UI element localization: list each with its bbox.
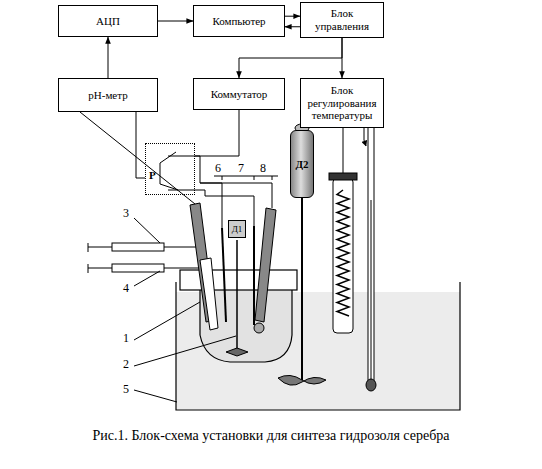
relay-box: Р [145, 143, 195, 195]
node-label: Д2 [295, 158, 308, 171]
stirrer-blade [226, 348, 248, 356]
syringe [88, 243, 204, 273]
callout-number: 1 [123, 332, 129, 344]
ph-wire [80, 112, 195, 204]
node-label: Компьютер [212, 15, 265, 28]
electrode-6 [222, 228, 226, 322]
stirrer-motor: Д1 [228, 220, 246, 238]
figure-caption: Рис.1. Блок-схема установки для синтеза … [0, 428, 542, 444]
node-label: АЦП [96, 15, 120, 28]
thermometer-wire [364, 128, 366, 146]
heater-cap [329, 173, 357, 180]
control-unit-box: Блок управления [300, 2, 384, 38]
callout-number: 8 [260, 162, 266, 174]
stirrer-motor: Д2 [290, 130, 314, 198]
callout-bracket [214, 176, 278, 180]
relay-contacts [160, 152, 190, 190]
stirrer-propeller [278, 375, 326, 385]
signal-line [342, 38, 343, 78]
leader-line [134, 218, 236, 402]
signal-line [158, 21, 193, 22]
stirrer-shaft [236, 240, 238, 352]
node-label: рН-метр [88, 89, 127, 102]
heater-tube [333, 178, 353, 333]
adc-box: АЦП [58, 5, 158, 37]
reactor-lid [180, 270, 297, 290]
signal-line [285, 16, 300, 17]
electrode-8 [254, 208, 276, 333]
node-label: Блок регулирования температуры [303, 84, 381, 122]
contact-thermometer [368, 120, 374, 382]
heater-coil [337, 190, 349, 316]
thermoregulator-box: Блок регулирования температуры [300, 78, 384, 128]
callout-number: 4 [123, 282, 129, 294]
heater-wire [343, 128, 344, 173]
ph-meter-box: рН-метр [58, 78, 158, 112]
electrode-wire [200, 183, 272, 208]
signal-line [136, 112, 145, 178]
signal-line [285, 26, 300, 27]
thermostat-bath [176, 282, 460, 410]
signal-line [108, 37, 109, 78]
node-label: Д1 [232, 224, 243, 234]
commutator-box: Коммутатор [193, 78, 285, 110]
electrode-7 [253, 226, 255, 325]
node-label: Коммутатор [211, 88, 268, 101]
thermometer-bulb [366, 379, 376, 391]
thermometer-capillary [371, 200, 372, 380]
signal-line [239, 38, 342, 78]
computer-box: Компьютер [193, 5, 285, 37]
callout-number: 5 [123, 383, 129, 395]
callout-number: 2 [123, 358, 129, 370]
stirrer-shaft [301, 198, 303, 380]
callout-number: 6 [215, 162, 221, 174]
ph-electrode [190, 203, 218, 330]
signal-line [195, 110, 239, 156]
callout-number: 3 [123, 207, 129, 219]
node-label: Блок управления [303, 7, 381, 32]
callout-number: 7 [238, 162, 244, 174]
node-label: Р [149, 169, 156, 182]
